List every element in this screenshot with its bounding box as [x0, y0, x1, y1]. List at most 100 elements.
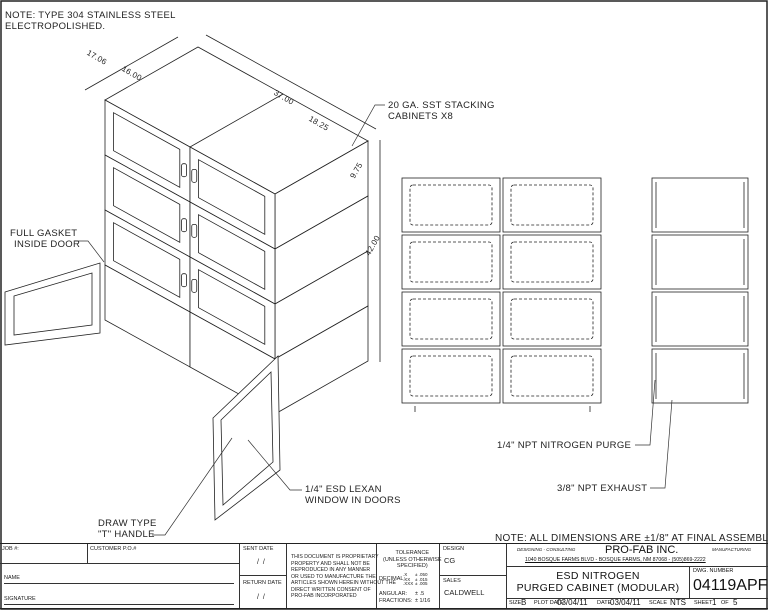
date-label: DATE — [597, 600, 612, 606]
isometric-view — [4, 34, 381, 521]
top-seam — [189, 93, 284, 148]
tolerance-decimal-values: ± .050 ± .015 ± .005 — [415, 572, 428, 586]
stacking-leader — [351, 104, 385, 147]
dimensions-note: NOTE: ALL DIMENSIONS ARE ±1/8" AT FINAL … — [495, 533, 768, 544]
window-leader — [247, 439, 302, 491]
window-callout-line1: 1/4" ESD LEXAN — [305, 484, 382, 495]
front-cabinet — [401, 348, 501, 404]
proprietary-notice: THIS DOCUMENT IS PROPRIETARY PROPERTY AN… — [291, 554, 396, 599]
tolerance-angular-label: ANGULAR: — [379, 591, 408, 597]
title-line2: PURGED CABINET (MODULAR) — [516, 582, 680, 594]
front-door-window — [510, 241, 594, 283]
front-door-window — [409, 241, 493, 283]
date-value: 03/04/11 — [610, 598, 641, 607]
return-date-cell: RETURN DATE / / — [240, 576, 287, 608]
tolerance-fractions-label: FRACTIONS: — [379, 598, 413, 604]
return-date-label: RETURN DATE — [243, 580, 282, 586]
door-window — [113, 222, 181, 299]
stacking-callout-line1: 20 GA. SST STACKING — [388, 100, 495, 111]
size-value: B — [521, 598, 527, 607]
design-cell: DESIGN CG — [440, 544, 507, 576]
tolerance-cell: TOLERANCE (UNLESS OTHERWISE SPECIFIED) D… — [377, 544, 442, 608]
front-view — [401, 177, 602, 412]
company-address: 1040 BOSQUE FARMS BLVD - BOSQUE FARMS, N… — [525, 557, 706, 563]
signature-label: SIGNATURE — [4, 596, 36, 602]
handle-callout-line2: "T" HANDLE — [98, 529, 155, 540]
company-left-tag: DESIGNING - CONSULTING — [517, 547, 576, 552]
front-door-window — [510, 184, 594, 226]
t-handle-icon — [191, 168, 198, 183]
dwg-number-cell: DWG. NUMBER 04119APF — [689, 566, 768, 599]
door-window — [113, 112, 181, 189]
front-cabinet — [502, 177, 602, 233]
tolerance-decimal-label: DECIMAL: — [379, 576, 405, 582]
front-cabinet — [502, 291, 602, 347]
tolerance-decimal-places: .X .XX .XXX — [403, 572, 414, 586]
side-cabinet — [651, 291, 749, 347]
title-line1: ESD NITROGEN — [556, 570, 640, 582]
t-handle-icon — [181, 163, 187, 178]
door-window — [198, 159, 266, 236]
front-door-window — [409, 298, 493, 340]
sales-cell: SALES CALDWELL — [440, 576, 507, 608]
drawing-title: ESD NITROGEN PURGED CABINET (MODULAR) — [507, 566, 690, 599]
gasket-callout-line2: INSIDE DOOR — [14, 239, 81, 250]
front-cabinet — [502, 234, 602, 290]
leader-lines — [75, 104, 673, 536]
design-value: CG — [444, 556, 456, 565]
job-cell: JOB #: — [0, 544, 88, 564]
exhaust-callout: 3/8" NPT EXHAUST — [557, 483, 648, 494]
t-handle-icon — [181, 273, 187, 288]
front-cabinet — [401, 234, 501, 290]
sales-value: CALDWELL — [444, 588, 485, 597]
company-name: PRO-FAB INC. — [605, 544, 679, 556]
sheet-label: SHEET — [694, 600, 713, 606]
dim-line-width — [205, 34, 377, 130]
side-cabinet — [651, 234, 749, 290]
gasket-callout-line1: FULL GASKET — [10, 228, 78, 239]
sent-date-value: / / — [257, 559, 265, 566]
size-label: SIZE — [509, 600, 522, 606]
plot-info-row: SIZE B PLOT DATE 03/04/11 DATE 03/04/11 … — [507, 598, 768, 608]
side-cabinet — [651, 177, 749, 233]
proprietary-cell: THIS DOCUMENT IS PROPRIETARY PROPERTY AN… — [287, 544, 396, 608]
plot-date: 03/04/11 — [557, 598, 588, 607]
door-window — [198, 269, 266, 346]
handle-callout-line1: DRAW TYPE — [98, 518, 157, 529]
open-door-right — [212, 355, 281, 521]
door-window — [198, 214, 266, 291]
dwg-number: 04119APF — [693, 577, 768, 594]
purge-leader — [635, 379, 656, 446]
sheet-total: 5 — [733, 598, 738, 607]
sales-label: SALES — [443, 578, 461, 584]
gasket-leader — [75, 240, 105, 263]
purge-callout: 1/4" NPT NITROGEN PURGE — [497, 440, 632, 451]
front-cabinet — [502, 348, 602, 404]
job-label: JOB #: — [2, 546, 19, 552]
company-right-tag: MANUFACTURING — [712, 547, 752, 552]
material-note-line1: NOTE: TYPE 304 STAINLESS STEEL — [5, 10, 176, 21]
design-label: DESIGN — [443, 546, 465, 552]
side-view — [651, 177, 749, 404]
dwg-number-label: DWG. NUMBER — [693, 568, 734, 574]
open-door-left — [4, 262, 101, 346]
plot-date-label: PLOT DATE — [534, 600, 565, 606]
handle-callout: DRAW TYPE"T" HANDLE — [98, 518, 157, 540]
sheet-of-label: OF — [721, 600, 729, 606]
return-date-value: / / — [257, 594, 265, 601]
sent-date-label: SENT DATE — [243, 546, 274, 552]
front-door-window — [409, 355, 493, 397]
title-block: JOB #: CUSTOMER P.O.# NAME SIGNATURE SEN… — [0, 543, 768, 609]
scale-label: SCALE — [649, 600, 668, 606]
name-line — [4, 583, 234, 584]
exhaust-leader — [650, 399, 673, 489]
t-handle-icon — [191, 278, 198, 293]
signature-line — [4, 604, 234, 605]
front-door-window — [510, 355, 594, 397]
material-note-line2: ELECTROPOLISHED. — [5, 21, 106, 32]
